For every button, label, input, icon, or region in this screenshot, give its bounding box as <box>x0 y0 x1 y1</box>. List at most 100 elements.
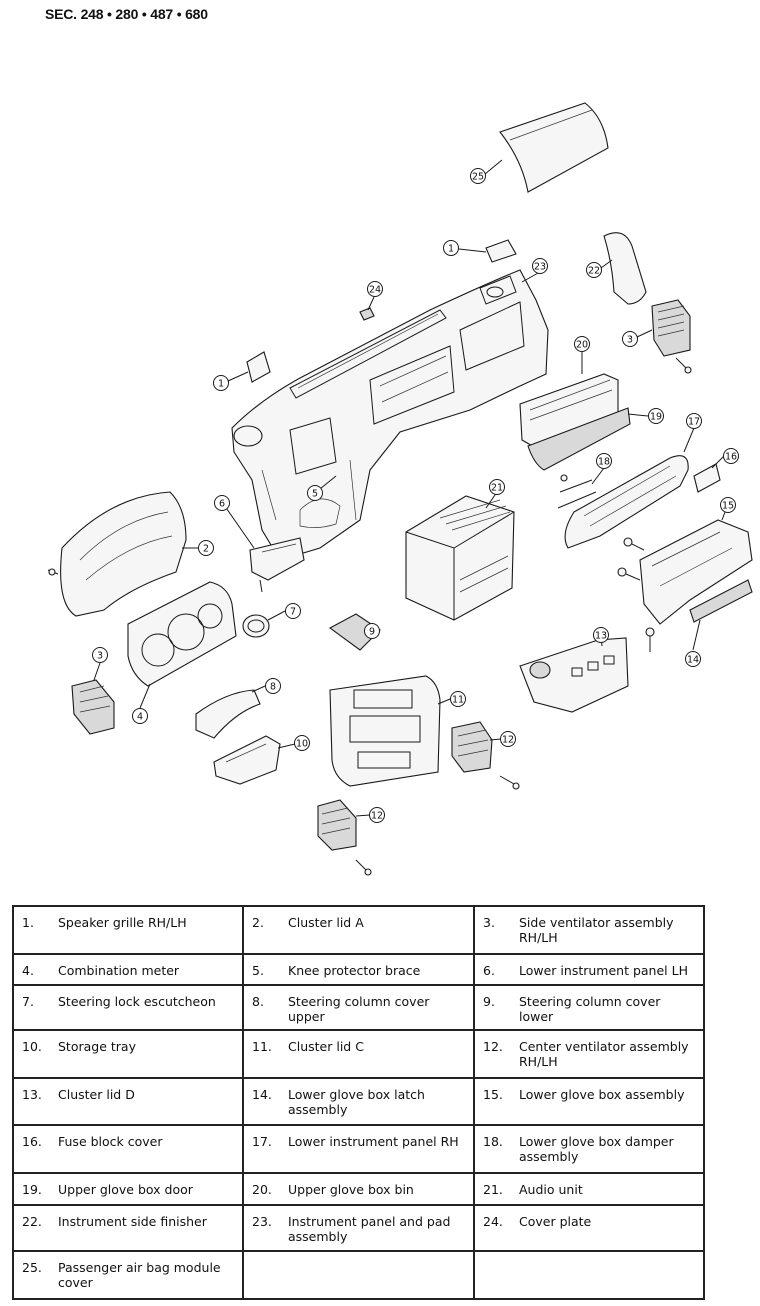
part-number: 17. <box>252 1134 272 1149</box>
part-number: 16. <box>22 1134 42 1149</box>
part-center-ventilator-lh <box>317 799 372 876</box>
legend-cell: 4. Combination meter <box>12 953 244 986</box>
callout-numbers: 25 1 23 22 24 3 1 20 19 17 16 18 6 5 21 … <box>97 172 737 822</box>
callout-number: 19 <box>650 412 662 423</box>
part-center-ventilator-rh <box>451 721 520 790</box>
part-description: Cover plate <box>519 1214 592 1229</box>
callout-bubble <box>720 497 736 513</box>
part-description: Instrument panel and pad assembly <box>288 1214 451 1244</box>
callout-bubble <box>470 168 486 184</box>
part-steering-lock-escutcheon <box>242 614 270 638</box>
part-number: 10. <box>22 1039 42 1054</box>
callout-bubble <box>92 647 108 663</box>
part-description: Storage tray <box>58 1039 136 1054</box>
part-description: Passenger air bag module cover <box>58 1260 221 1290</box>
part-description: Steering lock escutcheon <box>58 994 216 1009</box>
legend-cell: 11.Cluster lid C <box>242 1029 475 1079</box>
part-cluster-lid-a <box>47 491 187 617</box>
part-steering-column-cover-lower <box>328 613 381 651</box>
part-number: 24. <box>483 1214 503 1229</box>
part-number: 21. <box>483 1182 503 1197</box>
part-side-finisher <box>603 232 647 305</box>
legend-cell: 13.Cluster lid D <box>12 1077 244 1126</box>
callout-number: 2 <box>203 544 209 555</box>
part-steering-column-cover-upper <box>195 689 261 739</box>
part-description: Steering column cover lower <box>519 994 661 1024</box>
part-description: Upper glove box bin <box>288 1182 414 1197</box>
legend-cell: 1. Speaker grille RH/LH <box>12 905 244 955</box>
part-number: 20. <box>252 1182 272 1197</box>
part-number: 1. <box>22 915 34 930</box>
callout-number: 22 <box>588 266 600 277</box>
legend-cell: 18.Lower glove box damper assembly <box>473 1124 705 1174</box>
part-description: Cluster lid C <box>288 1039 364 1054</box>
callout-bubble <box>532 258 548 274</box>
legend-cell: 10. Storage tray <box>12 1029 244 1079</box>
part-speaker-grille-lh <box>246 351 271 383</box>
legend-row: 25.Passenger air bag module cover <box>12 1250 705 1300</box>
callout-number: 18 <box>598 457 610 468</box>
legend-cell: 19.Upper glove box door <box>12 1172 244 1206</box>
callout-bubble <box>489 479 505 495</box>
legend-cell: 22.Instrument side finisher <box>12 1204 244 1252</box>
callout-bubble <box>367 281 383 297</box>
callout-bubbles <box>92 168 739 823</box>
callout-bubble <box>294 735 310 751</box>
callout-number: 17 <box>688 417 700 428</box>
callout-number: 8 <box>270 682 276 693</box>
part-number: 3. <box>483 915 495 930</box>
part-description: Cluster lid A <box>288 915 364 930</box>
callout-bubble <box>622 331 638 347</box>
legend-cell: 25.Passenger air bag module cover <box>12 1250 244 1300</box>
callout-bubble <box>450 691 466 707</box>
callout-bubble <box>443 240 459 256</box>
part-description: Lower glove box latch assembly <box>288 1087 425 1117</box>
part-number: 12. <box>483 1039 503 1054</box>
callout-bubble <box>586 262 602 278</box>
legend-row: 1. Speaker grille RH/LH 2. Cluster lid A 3… <box>12 905 705 955</box>
part-description: Combination meter <box>58 963 180 978</box>
legend-cell: 3. Side ventilator assembly RH/LH <box>473 905 705 955</box>
part-number: 2. <box>252 915 264 930</box>
part-storage-tray <box>213 735 281 785</box>
legend-cell: 20. Upper glove box bin <box>242 1172 475 1206</box>
callout-number: 6 <box>219 499 225 510</box>
legend-cell: 24. Cover plate <box>473 1204 705 1252</box>
part-description: Audio unit <box>519 1182 583 1197</box>
part-description: Speaker grille RH/LH <box>58 915 187 930</box>
callout-number: 12 <box>371 811 383 822</box>
callout-number: 15 <box>722 501 734 512</box>
part-combination-meter <box>127 581 237 687</box>
callout-bubble <box>593 627 609 643</box>
callout-bubble <box>596 453 612 469</box>
part-number: 15. <box>483 1087 503 1102</box>
part-number: 4. <box>22 963 34 978</box>
callout-number: 20 <box>576 340 588 351</box>
legend-cell: 2. Cluster lid A <box>242 905 475 955</box>
legend-row: 22.Instrument side finisher 23.Instrumen… <box>12 1204 705 1252</box>
callout-bubble <box>723 448 739 464</box>
callout-number: 12 <box>502 735 514 746</box>
part-number: 8. <box>252 994 264 1009</box>
callout-number: 7 <box>290 607 296 618</box>
callout-bubble <box>214 495 230 511</box>
part-lower-panel-rh <box>564 455 689 549</box>
callout-number: 24 <box>369 285 381 296</box>
legend-cell: 8.Steering column cover upper <box>242 984 475 1031</box>
callout-number: 4 <box>137 712 143 723</box>
callout-bubble <box>307 485 323 501</box>
legend-row: 16.Fuse block cover 17.Lower instrument … <box>12 1124 705 1174</box>
part-description: Side ventilator assembly RH/LH <box>519 915 674 945</box>
part-speaker-grille-rh <box>485 239 517 263</box>
part-air-bag-cover <box>499 102 609 193</box>
part-audio-unit <box>405 495 515 621</box>
part-upper-glove-box-door <box>527 407 631 471</box>
callout-number: 13 <box>595 631 607 642</box>
part-number: 18. <box>483 1134 503 1149</box>
callout-bubble <box>132 708 148 724</box>
legend-cell: 21. Audio unit <box>473 1172 705 1206</box>
callout-bubble <box>364 623 380 639</box>
legend-cell: 9.Steering column cover lower <box>473 984 705 1031</box>
part-glove-box-latch <box>645 579 753 652</box>
legend-row: 7.Steering lock escutcheon 8.Steering co… <box>12 984 705 1031</box>
